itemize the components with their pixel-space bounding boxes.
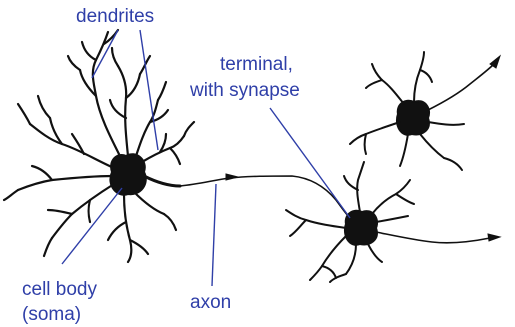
terminal-label-line1: terminal,: [220, 54, 293, 75]
top-right-neuron-soma: [397, 101, 429, 135]
labels: dendrites terminal, with synapse cell bo…: [22, 6, 300, 325]
axon-label: axon: [190, 292, 231, 313]
terminal-label-line2: with synapse: [189, 80, 300, 101]
bottom-right-neuron-soma: [345, 211, 377, 245]
bottom-right-neuron: [286, 162, 500, 282]
dendrites-leader-2: [140, 30, 158, 150]
leader-lines: [62, 30, 350, 286]
cell-body-label-line1: cell body: [22, 279, 97, 300]
terminal-leader: [270, 108, 350, 218]
axon-leader: [212, 184, 216, 286]
left-neuron-soma: [110, 154, 145, 195]
dendrites-label: dendrites: [76, 6, 154, 27]
bottom-right-axon-arrow: [488, 234, 500, 241]
bottom-right-axon: [376, 232, 490, 243]
left-neuron-axon-hillock: [144, 176, 180, 186]
top-right-axon: [428, 64, 494, 110]
axon-arrow: [226, 174, 238, 180]
top-right-neuron: [350, 52, 500, 170]
cell-body-label-line2: (soma): [22, 304, 81, 325]
